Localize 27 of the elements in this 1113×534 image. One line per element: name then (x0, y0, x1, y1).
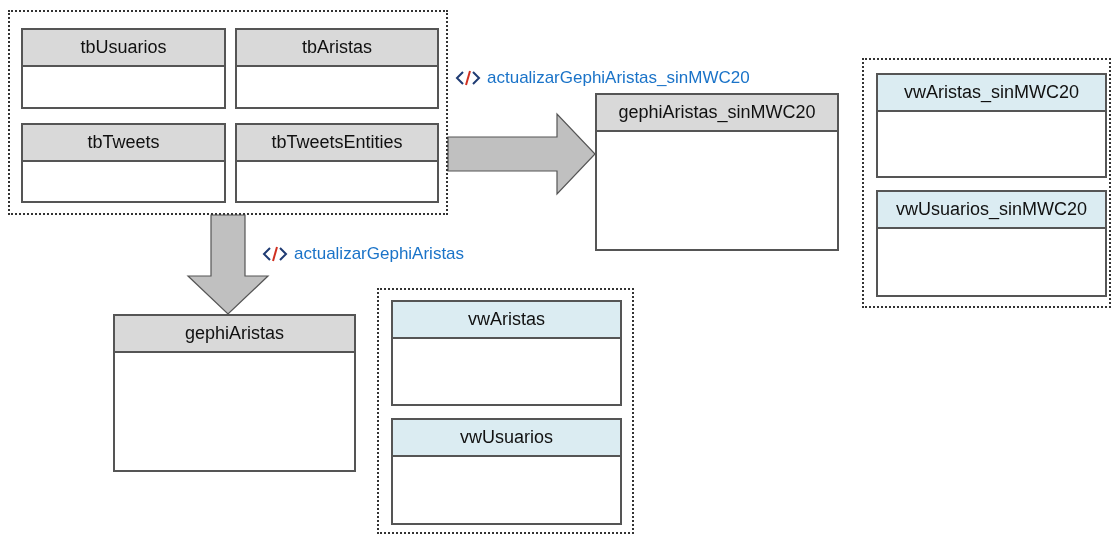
group-frame (8, 10, 448, 215)
table-name: tbUsuarios (80, 37, 167, 58)
group-frame (377, 288, 634, 534)
group-frame (862, 58, 1111, 308)
edge-label: actualizarGephiAristas_sinMWC20 (487, 68, 750, 88)
table-box (21, 123, 226, 203)
table-name: vwAristas_sinMWC20 (903, 82, 1079, 103)
table-name: vwUsuarios (460, 427, 553, 448)
table-box (876, 73, 1107, 178)
table-name: vwUsuarios_sinMWC20 (895, 199, 1088, 220)
table-name: gephiAristas_sinMWC20 (618, 102, 816, 123)
table-name: gephiAristas (184, 323, 285, 344)
table-name: tbTweetsEntities (271, 132, 403, 153)
table-name: tbTweets (87, 132, 160, 153)
table-box (235, 28, 439, 109)
table-box (595, 93, 839, 251)
table-box (876, 190, 1107, 297)
table-box (235, 123, 439, 203)
table-name: vwAristas (468, 309, 545, 330)
table-box (113, 314, 356, 472)
block-arrow (447, 112, 596, 196)
table-box (21, 28, 226, 109)
table-name: tbAristas (302, 37, 372, 58)
table-box (391, 300, 622, 406)
edge-label: actualizarGephiAristas (294, 244, 465, 264)
block-arrow (186, 214, 270, 315)
table-box (391, 418, 622, 525)
